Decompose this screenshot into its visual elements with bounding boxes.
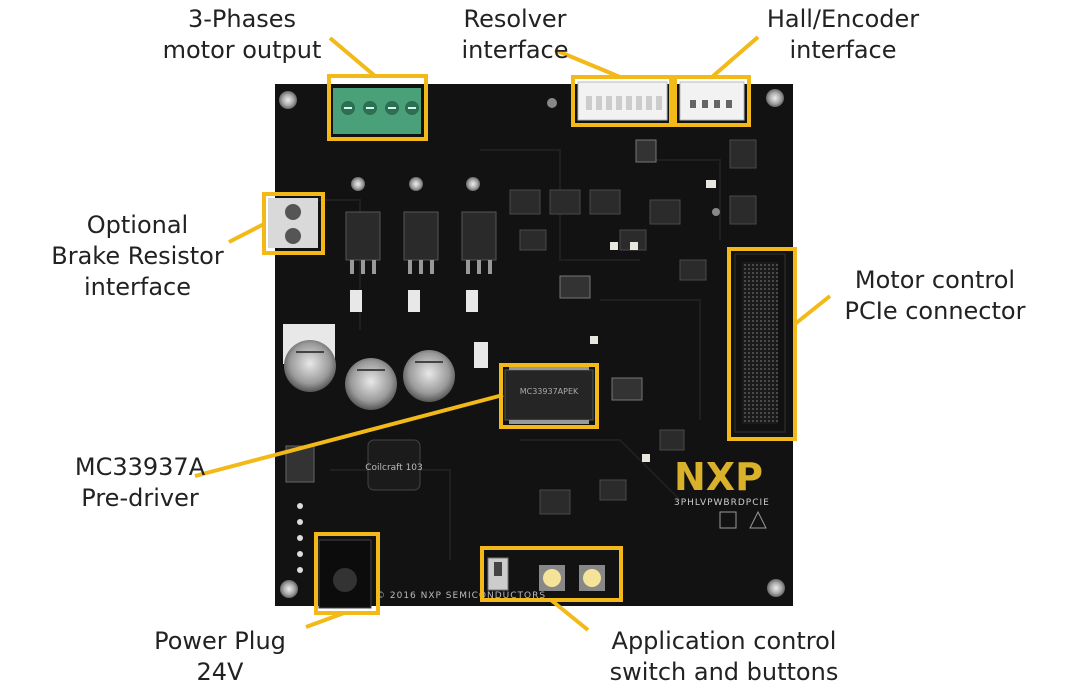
callout-box-3phases xyxy=(327,74,428,141)
callout-box-resolver xyxy=(571,75,673,127)
label-hall-encoder: Hall/Encoder interface xyxy=(766,5,920,64)
label-power-plug: Power Plug 24V xyxy=(154,627,286,686)
cap-2 xyxy=(345,358,397,410)
mount-hole-tl xyxy=(279,91,297,109)
label-pcie-connector: Motor control PCIe connector xyxy=(844,266,1026,325)
pcb xyxy=(275,84,793,606)
label-3-phases: 3-Phases motor output xyxy=(162,5,322,64)
cap-1 xyxy=(284,340,336,392)
callout-box-power xyxy=(314,532,380,615)
chip-marking: MC33937APEK xyxy=(520,387,579,396)
mount-hole-tr xyxy=(766,89,784,107)
predriver-chip xyxy=(504,369,594,421)
copyright-text: © 2016 NXP SEMICONDUCTORS xyxy=(376,591,546,601)
inductor xyxy=(367,439,421,491)
resolver-connector xyxy=(577,81,668,121)
label-app-control: Application control switch and buttons xyxy=(609,627,839,686)
label-brake-resistor: Optional Brake Resistor interface xyxy=(51,211,224,301)
callout-box-pcie xyxy=(727,247,797,441)
label-predriver: MC33937A Pre-driver xyxy=(74,453,206,512)
label-resolver: Resolver interface xyxy=(461,5,569,64)
hall-encoder-connector xyxy=(679,81,745,121)
mount-hole-bl xyxy=(280,580,298,598)
nxp-logo: NXP xyxy=(674,455,763,499)
inductor-marking: Coilcraft 103 xyxy=(365,463,423,473)
callout-box-brake xyxy=(262,192,325,255)
cap-3 xyxy=(403,350,455,402)
mount-hole-br xyxy=(767,579,785,597)
board-code: 3PHLVPWBRDPCIE xyxy=(674,498,770,508)
